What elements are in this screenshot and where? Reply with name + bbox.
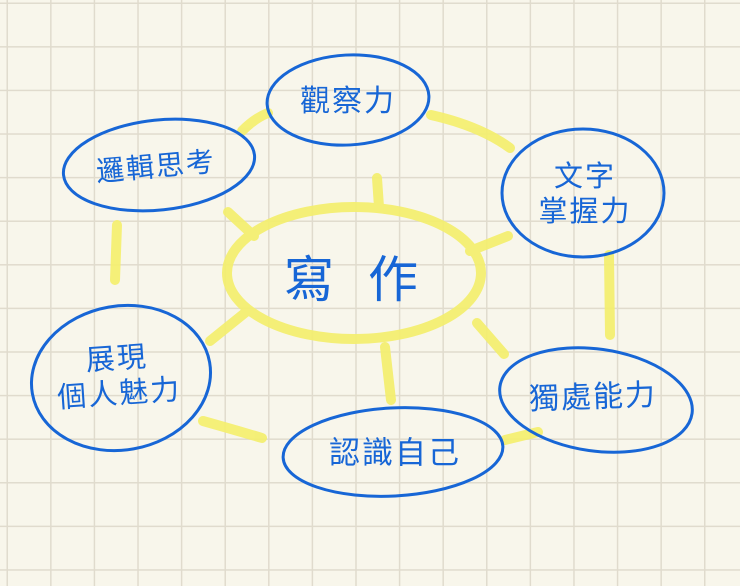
- spoke-lower-left: [205, 307, 251, 346]
- node-outline-writing-mastery: [500, 127, 666, 259]
- spoke-lower-right: [472, 318, 509, 359]
- ring-writing-solitude: [604, 250, 615, 340]
- ring-logic-observation: [237, 108, 273, 136]
- spoke-top: [372, 173, 384, 212]
- node-outline-self-knowledge: [281, 406, 505, 498]
- node-outlines: [29, 53, 694, 498]
- center-topic-label: 寫作: [284, 251, 452, 309]
- node-label-observation: 觀察力: [300, 84, 396, 119]
- node-label-personal-charm: 展現 個人魅力: [56, 339, 183, 415]
- node-outline-solitude: [498, 346, 694, 454]
- node-outline-observation: [265, 53, 431, 147]
- node-label-self-knowledge: 認識自己: [329, 435, 461, 472]
- ring-self-charm: [198, 416, 267, 443]
- spoke-upper-right: [465, 231, 513, 256]
- ring-observation-writing: [426, 110, 515, 153]
- node-outline-personal-charm: [29, 303, 213, 453]
- spoke-upper-left: [223, 207, 259, 241]
- node-outline-logic: [61, 117, 257, 213]
- node-label-solitude: 獨處能力: [528, 377, 658, 418]
- spoke-bottom: [380, 342, 396, 405]
- node-label-writing-mastery: 文字 掌握力: [538, 159, 632, 228]
- ring-charm-logic: [110, 220, 122, 285]
- center-ellipse: [222, 202, 486, 344]
